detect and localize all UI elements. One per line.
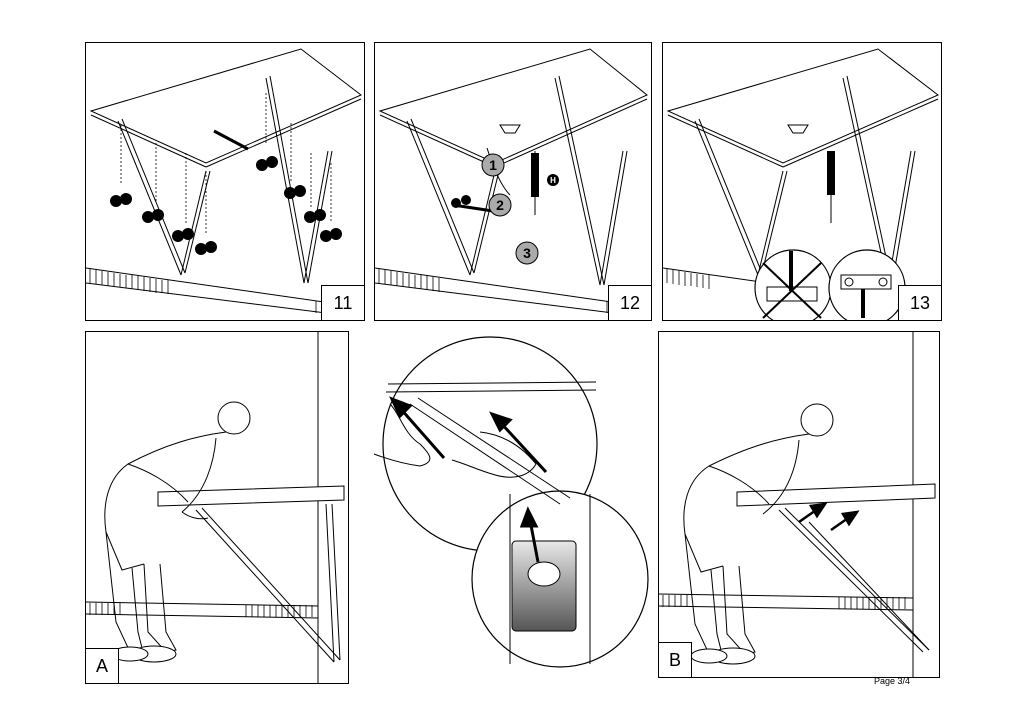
incorrect-mounting-detail: [754, 249, 832, 320]
step-number: 13: [898, 285, 941, 320]
step-13-illustration: [663, 48, 941, 320]
step-letter: A: [86, 648, 119, 683]
step-a-panel: A: [85, 331, 349, 684]
step-2-badge: 2: [496, 197, 504, 213]
release-button: [527, 561, 561, 587]
step-3-badge: 3: [523, 245, 531, 261]
handle-detail-illustration: [373, 336, 649, 668]
step-1-badge: 1: [489, 157, 497, 173]
step-letter: B: [659, 642, 692, 677]
step-number: 11: [321, 285, 364, 320]
step-12-panel: 1 2 3 H 12: [374, 42, 652, 321]
gas-strut: [531, 153, 539, 197]
step-13-panel: 13: [662, 42, 942, 321]
page-number: Page 3/4: [873, 676, 910, 686]
step-a-illustration: [86, 332, 345, 683]
gas-strut: [827, 151, 835, 195]
step-b-panel: B: [658, 331, 940, 678]
step-12-illustration: 1 2 3 H: [375, 48, 651, 319]
correct-mounting-detail: [828, 249, 906, 320]
step-b-illustration: [659, 332, 936, 677]
step-11-panel: 11: [85, 42, 365, 321]
step-11-illustration: [86, 48, 364, 319]
part-h-label: H: [550, 176, 556, 185]
step-number: 12: [608, 285, 651, 320]
